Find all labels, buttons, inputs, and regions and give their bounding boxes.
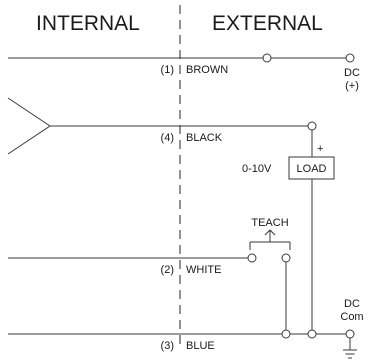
white-pin-label: (2) (161, 264, 174, 276)
brown-wire-label: BROWN (186, 64, 228, 76)
black-pin-label: (4) (161, 132, 174, 144)
black-wire-label: BLACK (186, 132, 223, 144)
blue-wire-label: BLUE (186, 340, 215, 352)
white-wire-label: WHITE (186, 264, 221, 276)
teach-label: TEACH (251, 217, 288, 229)
dc-positive-sign: (+) (345, 80, 359, 92)
load-plus-sign: + (317, 143, 323, 155)
output-amplifier-icon (7, 97, 51, 155)
dc-common-label: DC (344, 298, 360, 310)
load-voltage-label: 0-10V (242, 163, 272, 175)
dc-positive-label: DC (344, 67, 360, 79)
ground-icon (343, 338, 357, 359)
teach-switch-terminal (281, 253, 291, 263)
blue-pin-label: (3) (161, 340, 174, 352)
dc-common-terminal (345, 329, 355, 339)
brown-junction-terminal (262, 53, 272, 63)
external-header: EXTERNAL (212, 12, 323, 35)
black-terminal (307, 121, 317, 131)
brown-pin-label: (1) (161, 64, 174, 76)
load-label: LOAD (297, 163, 327, 175)
internal-header: INTERNAL (36, 12, 140, 35)
dc-positive-terminal (345, 53, 355, 63)
blue-load-node (307, 329, 317, 339)
dc-common-sub-label: Com (340, 311, 363, 323)
white-terminal (247, 253, 257, 263)
teach-arrow-head (264, 229, 276, 236)
blue-teach-node (281, 329, 291, 339)
